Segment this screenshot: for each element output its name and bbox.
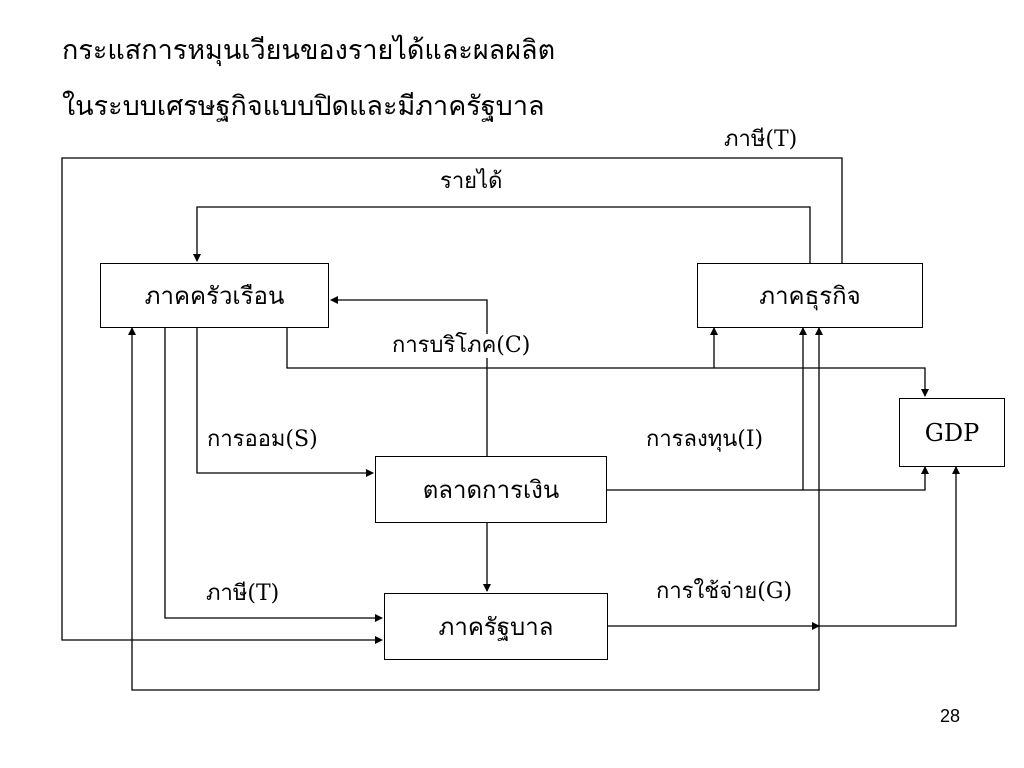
label-consumption: การบริโภค(C) [392, 333, 531, 359]
household-spending-flow [286, 328, 929, 397]
node-business-label: ภาคธุรกิจ [759, 282, 861, 310]
page-number: 28 [940, 706, 961, 726]
label-saving: การออม(S) [207, 427, 318, 453]
tax-business-flow [61, 157, 843, 644]
node-financial-market: ตลาดการเงิน [375, 456, 607, 523]
financial-to-gdp-flow [607, 466, 929, 491]
label-tax-household: ภาษี(T) [206, 581, 280, 607]
label-gov-spending: การใช้จ่าย(G) [656, 579, 793, 605]
diagram-title-line-2: ในระบบเศรษฐกิจแบบปิดและมีภาครัฐบาล [62, 91, 545, 122]
tax-household-flow [164, 328, 383, 622]
label-income: รายได้ [440, 169, 503, 195]
government-to-households-flow [128, 327, 820, 691]
node-households: ภาคครัวเรือน [100, 263, 329, 328]
income-flow [193, 206, 811, 263]
gov-spending-gdp-flow [819, 466, 960, 627]
consumption-flow [330, 296, 488, 456]
node-business: ภาคธุรกิจ [697, 263, 923, 328]
node-government: ภาครัฐบาล [384, 593, 608, 660]
label-tax-top: ภาษี(T) [724, 127, 798, 153]
saving-flow [196, 328, 374, 477]
node-gdp-label: GDP [924, 418, 980, 447]
diagram-title-line-1: กระแสการหมุนเวียนของรายได้และผลผลิต [62, 35, 556, 66]
node-gdp: GDP [899, 398, 1005, 467]
node-government-label: ภาครัฐบาล [438, 613, 554, 641]
label-investment: การลงทุน(I) [646, 427, 764, 453]
node-households-label: ภาคครัวเรือน [144, 282, 285, 310]
node-financial-market-label: ตลาดการเงิน [422, 476, 560, 504]
